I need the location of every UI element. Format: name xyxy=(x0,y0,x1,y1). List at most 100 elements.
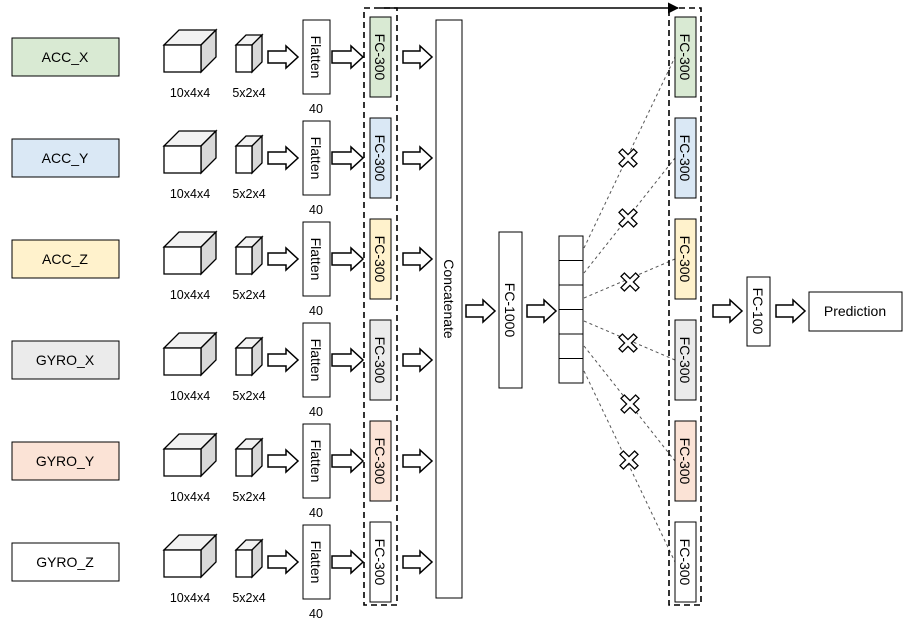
neuron-cell xyxy=(558,309,584,335)
arrow-to-branch-fc xyxy=(331,145,365,171)
input-box-rect xyxy=(11,138,120,178)
conv2-block-front xyxy=(235,246,253,275)
input-label: ACC_Y xyxy=(42,150,89,166)
branch-fc-box xyxy=(369,521,392,603)
conv2-block-front xyxy=(235,347,253,376)
arrow-to-branch-fc xyxy=(331,44,365,70)
dropout-cross-icon xyxy=(620,272,640,292)
conv2-dims-label: 5x2x4 xyxy=(232,288,265,302)
arrow-to-concatenate xyxy=(402,44,434,70)
branch-fc-group-box xyxy=(363,7,398,606)
arrow-to-flatten xyxy=(267,246,300,272)
conv1-block xyxy=(162,331,218,377)
conv1-dims-label: 10x4x4 xyxy=(170,86,210,100)
conv1-dims-label: 10x4x4 xyxy=(170,490,210,504)
dropout-cross-icon xyxy=(618,148,638,168)
input-label: GYRO_Z xyxy=(36,554,94,570)
conv2-block xyxy=(234,33,264,74)
conv1-block xyxy=(162,129,218,175)
branch-fc-label: FC-300 xyxy=(372,337,388,384)
conv1-block-front xyxy=(163,347,202,376)
conv2-block xyxy=(234,336,264,377)
arrow-to-flatten xyxy=(267,549,300,575)
branch-fc-label: FC-300 xyxy=(372,34,388,81)
arrow-to-neuron-stack xyxy=(526,298,558,324)
input-box: ACC_Y xyxy=(11,138,120,178)
input-box-rect xyxy=(11,441,120,481)
conv1-block xyxy=(162,230,218,276)
head-fc-box xyxy=(674,420,697,502)
head-fc-box xyxy=(674,319,697,401)
dropout-cross-icon xyxy=(618,208,638,228)
branch-fc-box xyxy=(369,218,392,300)
conv1-block-front xyxy=(163,145,202,174)
arrow-to-flatten xyxy=(267,44,300,70)
flatten-box xyxy=(302,19,331,95)
neuron-cell xyxy=(558,358,584,384)
neuron-cell xyxy=(558,235,584,261)
branch-fc-box xyxy=(369,420,392,502)
branch-fc-label: FC-300 xyxy=(372,236,388,283)
head-fc-box xyxy=(674,16,697,98)
branch-fc-box xyxy=(369,117,392,199)
conv2-block-front xyxy=(235,145,253,174)
conv1-block-front xyxy=(163,448,202,477)
conv2-block-front xyxy=(235,448,253,477)
conv1-dims-label: 10x4x4 xyxy=(170,389,210,403)
flatten-box xyxy=(302,120,331,196)
head-fc-box xyxy=(674,117,697,199)
flatten-box xyxy=(302,423,331,499)
prediction-label: Prediction xyxy=(824,303,886,319)
flatten-box xyxy=(302,322,331,398)
conv1-block-front xyxy=(163,44,202,73)
input-box-rect xyxy=(11,37,120,77)
arrow-to-branch-fc xyxy=(331,246,365,272)
flatten-label: Flatten xyxy=(308,36,324,79)
flatten-label: Flatten xyxy=(308,541,324,584)
conv2-block-front xyxy=(235,549,253,578)
arrow-to-concatenate xyxy=(402,347,434,373)
input-box: GYRO_Z xyxy=(11,542,120,582)
input-label: ACC_Z xyxy=(42,251,88,267)
conv1-block xyxy=(162,533,218,579)
conv2-dims-label: 5x2x4 xyxy=(232,591,265,605)
dropout-cross-icon xyxy=(620,394,640,414)
arrow-to-concatenate xyxy=(402,145,434,171)
input-box-rect xyxy=(11,340,120,380)
concatenate-box xyxy=(435,19,463,599)
arrow-to-prediction xyxy=(775,298,807,324)
head-fc-box xyxy=(674,521,697,603)
prediction-box xyxy=(808,291,903,332)
branch-row: GYRO_Y xyxy=(11,441,120,481)
flatten-size-label: 40 xyxy=(309,102,323,116)
input-label: GYRO_Y xyxy=(36,453,95,469)
head-fc-label: FC-300 xyxy=(677,337,693,384)
branch-fc-label: FC-300 xyxy=(372,438,388,485)
dropout-cross-icon xyxy=(618,333,638,353)
arrow-to-branch-fc xyxy=(331,448,365,474)
head-fc-label: FC-300 xyxy=(677,438,693,485)
branch-fc-label: FC-300 xyxy=(372,135,388,182)
flatten-label: Flatten xyxy=(308,137,324,180)
flatten-box xyxy=(302,221,331,297)
flatten-label: Flatten xyxy=(308,339,324,382)
conv2-dims-label: 5x2x4 xyxy=(232,187,265,201)
fc1000-label: FC-1000 xyxy=(502,283,518,338)
neuron-cell xyxy=(558,284,584,310)
arrow-to-branch-fc xyxy=(331,549,365,575)
input-box-rect xyxy=(11,239,120,279)
conv2-block xyxy=(234,134,264,175)
arrow-to-flatten xyxy=(267,347,300,373)
flatten-label: Flatten xyxy=(308,238,324,281)
arrow-to-fc100 xyxy=(712,298,744,324)
conv2-dims-label: 5x2x4 xyxy=(232,389,265,403)
branch-row: ACC_Z xyxy=(11,239,120,279)
neuron-stack xyxy=(558,235,584,384)
arrow-to-fc1000 xyxy=(465,298,497,324)
conv2-block xyxy=(234,235,264,276)
flatten-size-label: 40 xyxy=(309,506,323,520)
branch-row: ACC_X xyxy=(11,37,120,77)
conv2-dims-label: 5x2x4 xyxy=(232,86,265,100)
